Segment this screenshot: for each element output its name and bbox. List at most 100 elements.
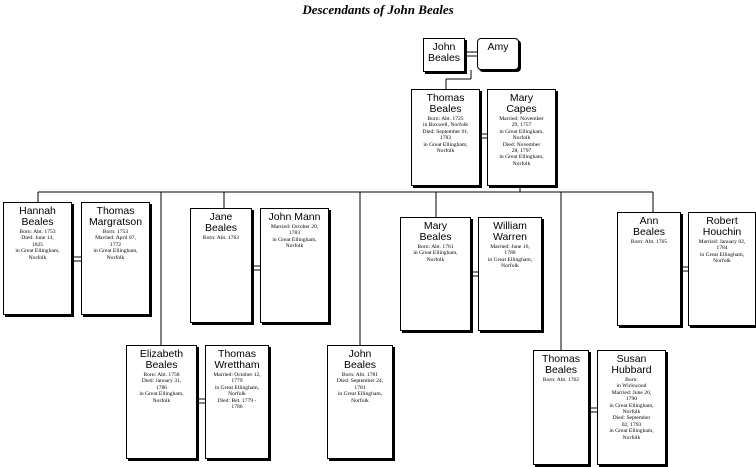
person-name: Hannah Beales <box>19 205 56 228</box>
detail-line: Married: October 20, <box>270 224 319 230</box>
person-name: John Beales <box>427 41 461 64</box>
detail-line: in Great Ellingham, <box>15 248 60 255</box>
person-name: John Mann <box>268 211 321 223</box>
detail-line: in Great Ellingham, <box>487 256 533 263</box>
person-box-amy[interactable]: Amy <box>477 38 519 70</box>
detail-line: Born: <box>625 377 638 383</box>
detail-line: Died: September 24, <box>336 378 384 385</box>
detail-line: Born: Abt. 1753 <box>19 229 56 235</box>
detail-line: Married: November <box>499 116 544 122</box>
detail-line: 1772 <box>109 241 122 248</box>
detail-line: Married: April 07, <box>95 235 136 242</box>
detail-line: in Great Ellingham, <box>499 128 544 135</box>
person-name: Amy <box>487 41 509 53</box>
person-details: Born: Abt. 1765 <box>618 239 680 245</box>
person-name: Ann Beales <box>632 215 666 238</box>
person-box-john-beales-sr[interactable]: John Beales <box>423 38 465 72</box>
detail-line: Born: Abt. 1762 <box>542 377 580 383</box>
person-name: Thomas Beales <box>542 353 580 376</box>
person-name: Mary Capes <box>506 92 537 115</box>
detail-line: Norfolk <box>228 391 246 398</box>
detail-line: 1783 <box>288 230 301 237</box>
person-name: William Warren <box>492 220 528 243</box>
detail-line: 1779 <box>231 378 243 385</box>
detail-line: in Great Ellingham, <box>413 250 458 257</box>
person-name: Jane Beales <box>204 211 238 234</box>
detail-line: 1781 <box>354 384 366 391</box>
detail-line: Married: January 02, <box>698 239 746 245</box>
detail-line: in Wickwood <box>616 383 647 390</box>
detail-line: Born: Abt. 1761 <box>417 244 454 250</box>
detail-line: Died: June 14, <box>21 235 54 242</box>
detail-line: in Great Ellingham, <box>423 141 468 148</box>
detail-line: Norfolk <box>285 243 304 250</box>
detail-line: in Great Ellingham, <box>609 402 654 409</box>
detail-line: Died: September 01, <box>422 128 469 135</box>
detail-line: Born: Abt. 1758 <box>143 372 180 378</box>
detail-line: in Great Ellingham, <box>699 251 745 258</box>
person-details: Born: Abt. 1763 <box>191 235 251 241</box>
person-name: Thomas Beales <box>426 92 465 115</box>
detail-line: Norfolk <box>426 256 445 263</box>
person-name: John Beales <box>343 348 377 371</box>
detail-line: 1784 <box>716 245 728 252</box>
detail-line: Norfolk <box>28 254 47 261</box>
detail-line: Norfolk <box>152 397 171 404</box>
detail-line: Married: June 20, <box>611 389 652 396</box>
detail-line: 29, 1757 <box>511 122 532 129</box>
person-name: Mary Beales <box>419 220 452 243</box>
detail-line: Born: Abt. 1763 <box>202 235 240 241</box>
detail-line: Born: Abt. 1781 <box>341 372 379 378</box>
detail-line: in Great Ellingham, <box>337 391 383 398</box>
person-details: Born: Abt. 1762 <box>534 377 588 383</box>
detail-line: in Great Ellingham, <box>214 384 260 391</box>
detail-line: 1825 <box>31 241 44 248</box>
detail-line: Married: June 16, <box>490 244 530 250</box>
detail-line: in Great Ellingham, <box>499 154 544 161</box>
detail-line: 1790 <box>625 396 638 403</box>
detail-line: Died: September <box>612 415 651 422</box>
detail-line: 1780 <box>504 250 516 257</box>
detail-line: Norfolk <box>436 148 455 155</box>
detail-line: 02, 1793 <box>621 421 642 428</box>
detail-line: Norfolk <box>501 263 519 270</box>
detail-line: in Great Ellingham, <box>272 236 317 243</box>
detail-line: Died: November <box>502 141 541 148</box>
detail-line: 1783 <box>439 135 452 142</box>
detail-line: Norfolk <box>622 434 641 441</box>
person-name: Thomas Wrettham <box>214 348 260 371</box>
detail-line: Norfolk <box>512 160 531 167</box>
detail-line: Died: Bet. 1779 - <box>217 397 257 404</box>
detail-line: Born: Abt. 1765 <box>630 239 668 245</box>
detail-line: Died: January 31, <box>141 378 182 385</box>
detail-line: Born: 1753 <box>102 229 129 235</box>
